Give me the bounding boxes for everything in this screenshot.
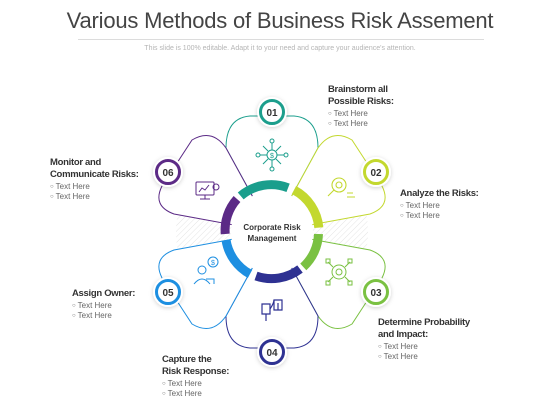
step-03-bullet-1: Text Here — [378, 342, 470, 352]
svg-text:$: $ — [270, 153, 274, 160]
center-label-line1: Corporate Risk — [243, 223, 301, 232]
owner-assign-icon: $ — [193, 256, 219, 285]
step-01-bullet-2: Text Here — [328, 119, 394, 129]
svg-text:$: $ — [211, 260, 215, 267]
step-01-label: Brainstorm all Possible Risks: Text Here… — [328, 84, 394, 129]
step-05-title-line1: Assign Owner: — [72, 288, 136, 299]
risk-target-icon — [325, 258, 353, 286]
badge-03 — [361, 277, 391, 307]
badge-05-number: 05 — [162, 288, 174, 299]
step-03-bullet-2: Text Here — [378, 352, 470, 362]
step-03-title-line2: and Impact: — [378, 329, 429, 340]
step-02-title-line1: Analyze the Risks: — [400, 188, 479, 199]
badge-04-number: 04 — [266, 348, 278, 359]
step-01-bullet-1: Text Here — [328, 109, 394, 119]
monitor-chart-icon — [195, 181, 220, 200]
step-02-label: Analyze the Risks: Text Here Text Here — [400, 188, 479, 221]
step-06-title-line1: Monitor and — [50, 157, 102, 168]
step-04-title-line2: Risk Response: — [162, 366, 230, 377]
badge-01-number: 01 — [266, 108, 278, 119]
magnifier-analysis-icon — [327, 177, 355, 198]
page-subtitle: This slide is 100% editable. Adapt it to… — [144, 45, 416, 52]
step-04-label: Capture the Risk Response: Text Here Tex… — [162, 354, 229, 399]
badge-01 — [257, 97, 287, 127]
money-network-icon: $ — [255, 138, 289, 172]
step-06-bullet-1: Text Here — [50, 182, 139, 192]
step-02-bullet-1: Text Here — [400, 201, 479, 211]
step-03-title-line1: Determine Probability — [378, 317, 470, 328]
center-ring — [220, 180, 324, 284]
title-divider — [78, 39, 484, 40]
handshake-icon — [261, 299, 283, 321]
step-04-bullet-2: Text Here — [162, 389, 229, 399]
page-title: Various Methods of Business Risk Assemen… — [66, 8, 494, 33]
step-05-bullet-1: Text Here — [72, 301, 135, 311]
step-01-title-line2: Possible Risks: — [328, 96, 394, 107]
badge-02-number: 02 — [370, 168, 382, 179]
step-06-title-line2: Communicate Risks: — [50, 169, 139, 180]
badge-02 — [361, 157, 391, 187]
center-label-line2: Management — [248, 234, 297, 243]
step-01-title-line1: Brainstorm all — [328, 84, 388, 95]
step-04-bullet-1: Text Here — [162, 379, 229, 389]
badge-03-number: 03 — [370, 288, 382, 299]
badge-04 — [257, 337, 287, 367]
step-06-label: Monitor and Communicate Risks: Text Here… — [50, 157, 139, 202]
step-04-title-line1: Capture the — [162, 354, 212, 365]
step-02-bullet-2: Text Here — [400, 211, 479, 221]
badge-06 — [153, 157, 183, 187]
step-05-bullet-2: Text Here — [72, 311, 135, 321]
step-06-bullet-2: Text Here — [50, 192, 139, 202]
badge-06-number: 06 — [162, 168, 174, 179]
step-05-label: Assign Owner: Text Here Text Here — [72, 288, 135, 321]
badge-05 — [153, 277, 183, 307]
step-03-label: Determine Probability and Impact: Text H… — [378, 317, 470, 362]
center-disc — [231, 191, 313, 273]
